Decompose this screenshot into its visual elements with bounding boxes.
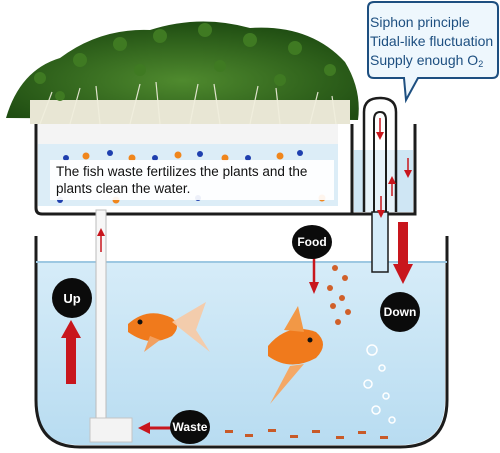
return-pipe <box>89 209 133 443</box>
grow-bed-white-layer <box>38 124 338 144</box>
waste-label: Waste <box>170 410 210 444</box>
up-label: Up <box>52 278 92 318</box>
food-label: Food <box>292 225 332 259</box>
oxygen-text: Supply enough O <box>370 52 479 68</box>
siphon-bell <box>362 96 398 273</box>
pipe-up-arrow <box>97 228 105 252</box>
fish-tank <box>34 236 449 449</box>
siphon-callout <box>367 1 499 104</box>
up-arrow <box>61 320 81 384</box>
down-label: Down <box>380 292 420 332</box>
callout-line-siphon: Siphon principle <box>370 14 470 30</box>
waste-pellets <box>225 429 388 439</box>
sprouts <box>6 21 359 125</box>
goldfish-large <box>268 306 323 404</box>
callout-line-tidal: Tidal-like fluctuation <box>370 33 494 49</box>
siphon-arrows <box>376 118 412 218</box>
bubbles <box>363 344 396 424</box>
grow-bed-outline <box>34 124 354 216</box>
water-pump <box>89 417 133 443</box>
standpipe <box>371 211 389 273</box>
oxygen-subscript: 2 <box>478 59 484 69</box>
siphon-chamber-outline <box>340 124 417 216</box>
goldfish-small <box>128 302 210 352</box>
info-caption: The fish waste fertilizes the plants and… <box>50 160 334 200</box>
flow-arrows <box>61 118 413 434</box>
tank-outline <box>34 236 449 449</box>
callout-line-oxygen: Supply enough O2 <box>370 52 498 73</box>
food-arrow <box>309 256 319 294</box>
food-pellets <box>327 265 351 325</box>
tank-water <box>36 262 445 445</box>
down-arrow <box>393 222 413 284</box>
